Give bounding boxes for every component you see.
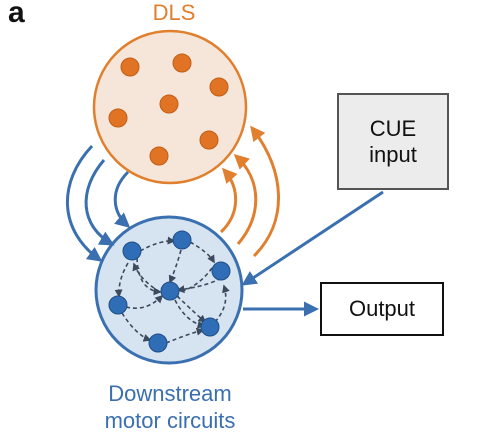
downstream-to-dls-arrows xyxy=(219,125,280,258)
dls-neuron xyxy=(159,94,179,114)
cue-to-downstream-arrow xyxy=(241,190,384,286)
feedback-arrow xyxy=(250,125,280,258)
downstream-label-line2: motor circuits xyxy=(104,408,236,433)
dls-label: DLS xyxy=(152,0,196,25)
downstream-neuron xyxy=(108,295,128,315)
dls-neuron xyxy=(209,77,229,97)
dls-output-arrow xyxy=(65,144,103,262)
output-box: Output xyxy=(320,282,444,336)
connection-arrow xyxy=(168,249,182,284)
connection-arrow xyxy=(139,236,176,252)
panel-label: a xyxy=(8,0,25,29)
dls-neuron xyxy=(149,146,169,166)
connection-arrow xyxy=(214,284,230,323)
downstream-label: Downstream motor circuits xyxy=(70,380,270,434)
output-label: Output xyxy=(348,296,416,321)
downstream-neuron xyxy=(160,281,180,301)
dls-neuron xyxy=(199,130,219,150)
connection-arrow xyxy=(121,312,152,342)
cue-label-line2: input xyxy=(369,141,417,167)
dls-neuron xyxy=(120,57,140,77)
downstream-neuron xyxy=(200,317,220,337)
dls-neuron xyxy=(108,108,128,128)
cue-label-line1: CUE xyxy=(369,115,417,141)
downstream-neuron xyxy=(211,261,231,281)
connection-arrow xyxy=(125,294,164,309)
cue-input-box: CUE input xyxy=(337,93,449,190)
feedback-arrow xyxy=(219,167,238,234)
dls-neuron xyxy=(172,53,192,73)
downstream-label-line1: Downstream xyxy=(108,381,232,406)
downstream-neurons xyxy=(108,230,231,353)
feedback-arrow xyxy=(233,153,258,245)
connection-arrow xyxy=(189,241,215,264)
downstream-neuron xyxy=(148,333,168,353)
dls-neurons xyxy=(108,53,229,166)
connection-arrow xyxy=(165,327,205,344)
connection-arrow xyxy=(114,262,129,298)
downstream-neuron xyxy=(172,230,192,250)
dls-output-arrow xyxy=(113,170,131,228)
dls-to-downstream-arrows xyxy=(65,144,131,262)
dls-output-arrow xyxy=(84,159,115,246)
downstream-neuron xyxy=(122,241,142,261)
